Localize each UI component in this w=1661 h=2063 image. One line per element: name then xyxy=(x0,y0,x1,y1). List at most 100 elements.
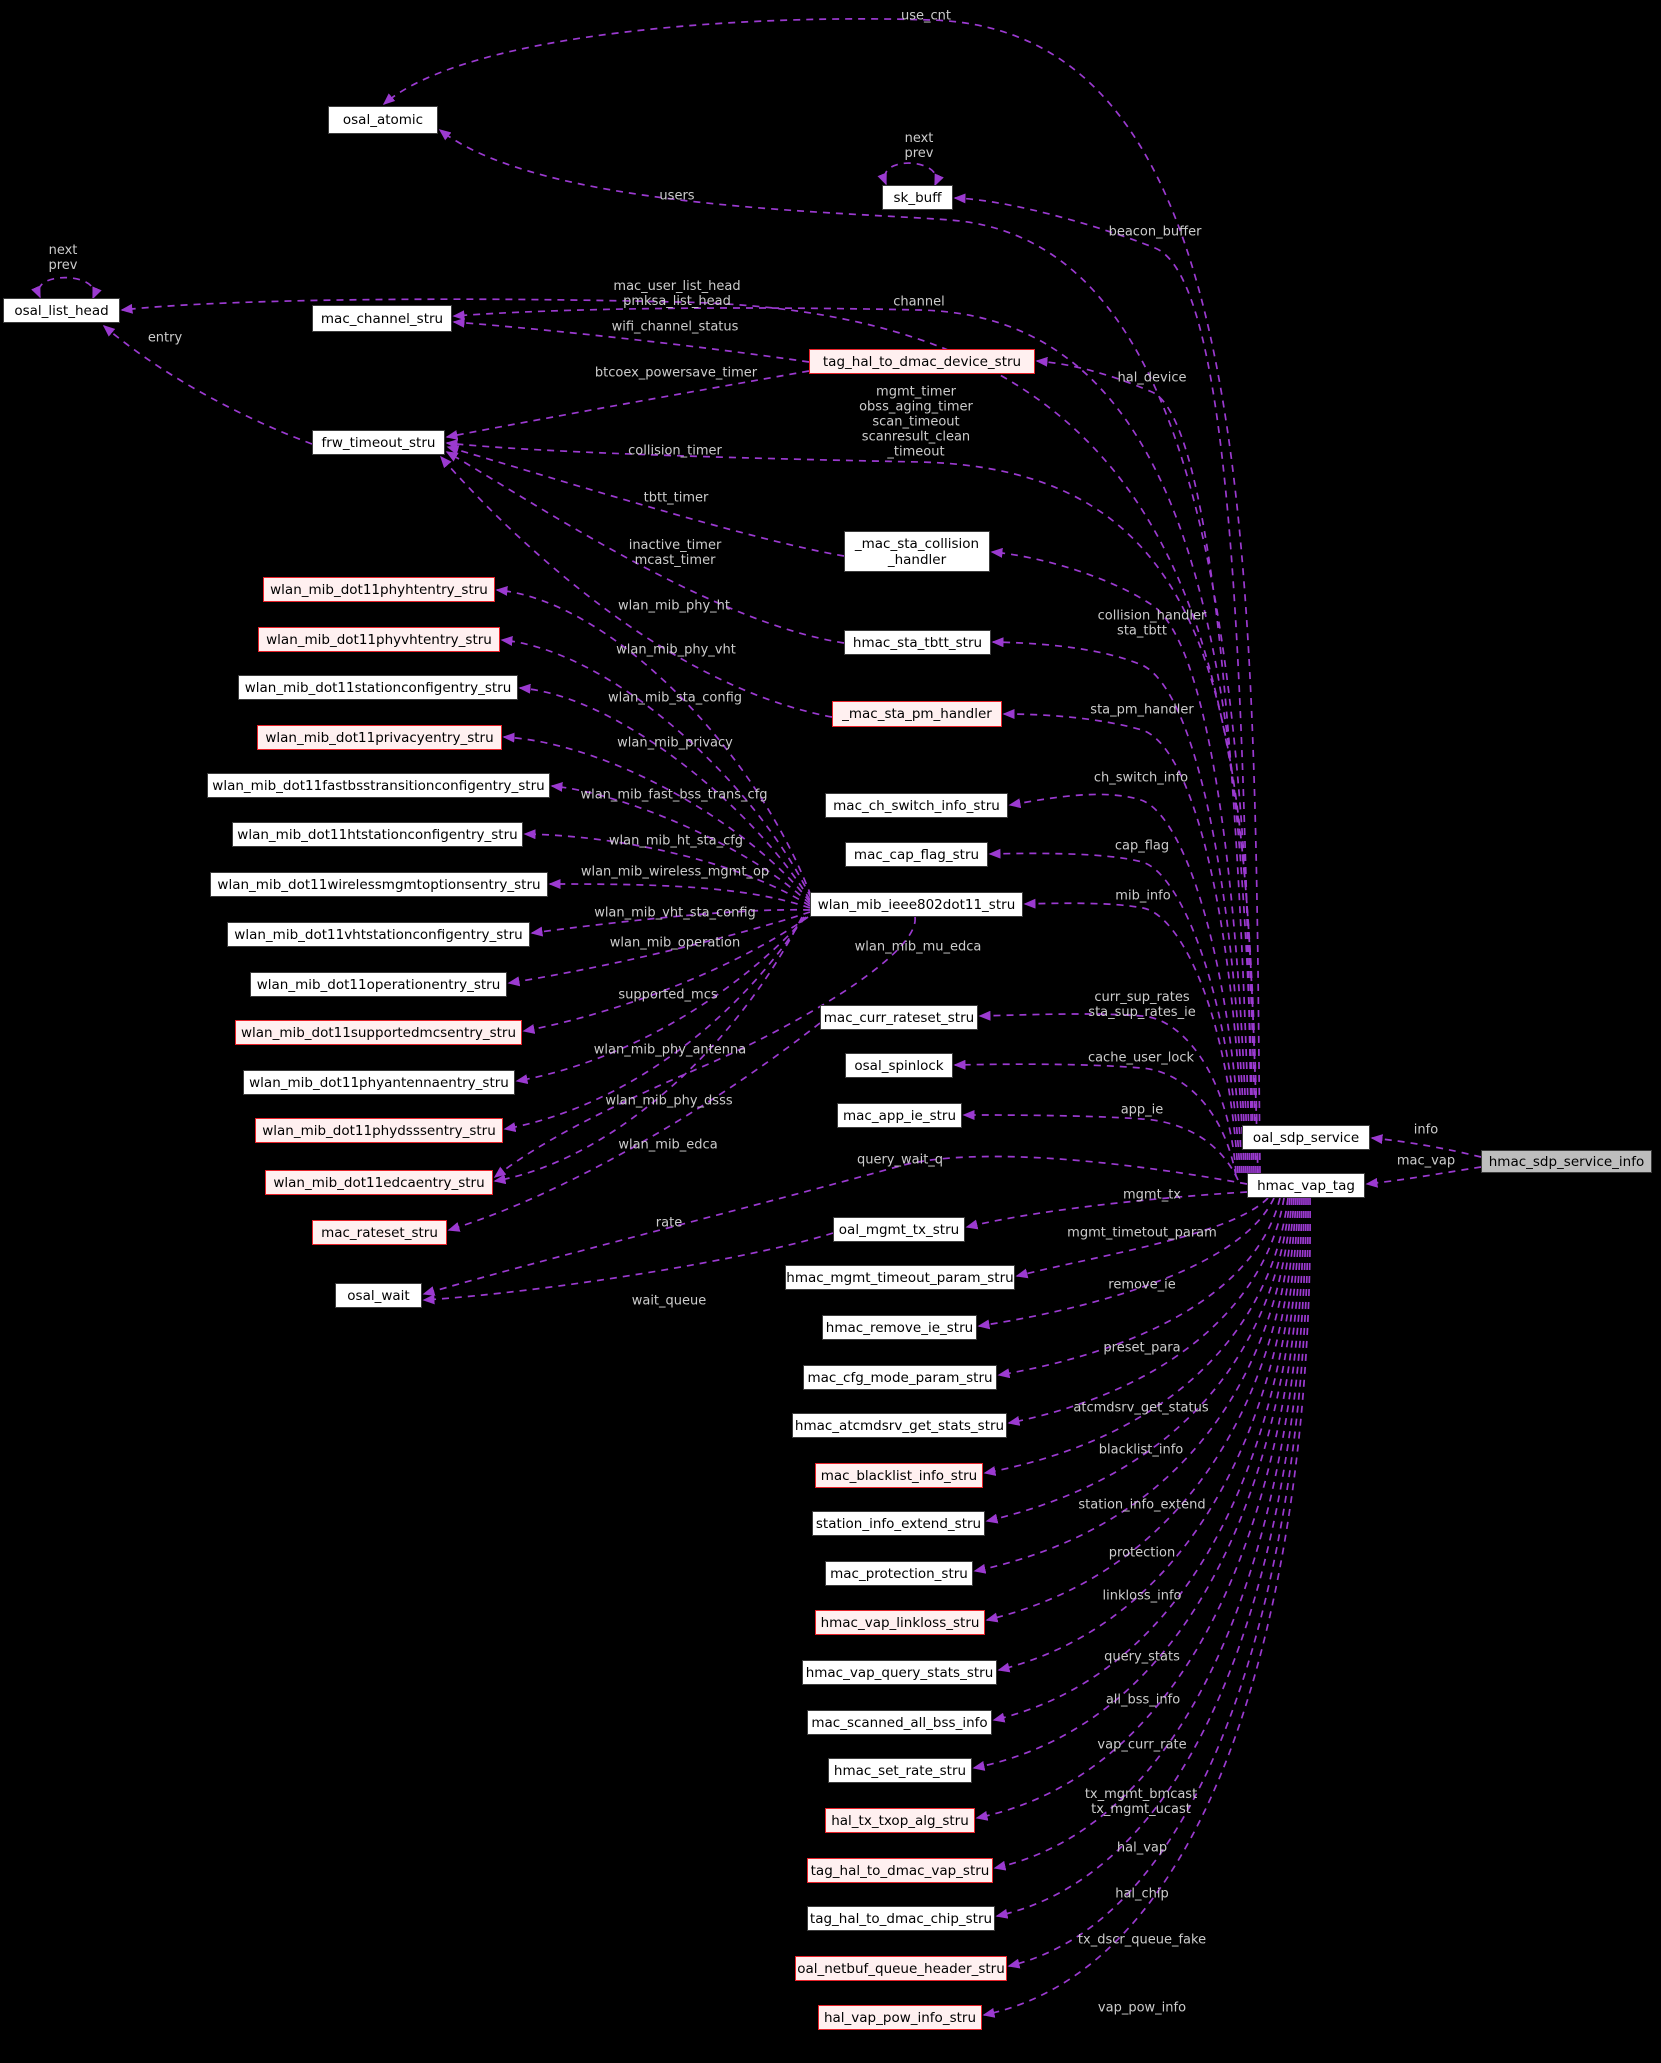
node-frw_timeout_stru[interactable]: frw_timeout_stru xyxy=(312,430,445,455)
edge-mgmt_timer xyxy=(445,439,1259,1177)
edge-label-line: obss_aging_timer xyxy=(859,399,973,415)
edge-label-line: btcoex_powersave_timer xyxy=(594,365,758,381)
edge-label-vap_pow_info: vap_pow_info xyxy=(1098,2001,1186,2016)
node-mac_cfg_mode_param_stru[interactable]: mac_cfg_mode_param_stru xyxy=(803,1365,997,1390)
node-label: _mac_sta_collision xyxy=(854,535,980,552)
node-wlan_mib_dot11supportedmcsentry_stru[interactable]: wlan_mib_dot11supportedmcsentry_stru xyxy=(235,1020,522,1045)
node-hmac_atcmdsrv_get_stats_stru[interactable]: hmac_atcmdsrv_get_stats_stru xyxy=(792,1413,1007,1438)
node-label: wlan_mib_dot11edcaentry_stru xyxy=(273,1174,485,1191)
edge-label-rate: rate xyxy=(656,1216,682,1231)
node-label: hal_tx_txop_alg_stru xyxy=(831,1812,969,1829)
edge-wlan_mib_vht_sta_config xyxy=(530,908,811,937)
edge-label-line: wlan_mib_vht_sta_config xyxy=(594,905,756,921)
node-mac_ch_switch_info_stru[interactable]: mac_ch_switch_info_stru xyxy=(825,793,1008,818)
node-hal_tx_txop_alg_stru[interactable]: hal_tx_txop_alg_stru xyxy=(825,1808,975,1833)
edge-label-atcmdsrv_get_status: atcmdsrv_get_status xyxy=(1073,1401,1208,1416)
node-wlan_mib_dot11vhtstationconfigentry_stru[interactable]: wlan_mib_dot11vhtstationconfigentry_stru xyxy=(227,922,530,947)
node-wlan_mib_dot11phyantennaentry_stru[interactable]: wlan_mib_dot11phyantennaentry_stru xyxy=(243,1070,515,1095)
node-wlan_mib_dot11phyvhtentry_stru[interactable]: wlan_mib_dot11phyvhtentry_stru xyxy=(258,627,500,652)
edge-label-line: atcmdsrv_get_status xyxy=(1073,1400,1209,1416)
node-mac_protection_stru[interactable]: mac_protection_stru xyxy=(825,1561,973,1586)
node-hmac_remove_ie_stru[interactable]: hmac_remove_ie_stru xyxy=(822,1315,977,1340)
edge-wait_queue xyxy=(422,1232,834,1305)
node-mac_blacklist_info_stru[interactable]: mac_blacklist_info_stru xyxy=(815,1463,983,1488)
edge-label-line: tx_mgmt_bmcast xyxy=(1084,1787,1198,1802)
edge-label-line: vap_curr_rate xyxy=(1097,1737,1187,1753)
edge-label-line: _timeout xyxy=(887,444,945,460)
edge-blacklist_info xyxy=(983,1197,1289,1476)
edge-label-line: collision_handler xyxy=(1097,608,1207,624)
node-osal_list_head[interactable]: osal_list_head xyxy=(3,298,120,323)
node-label: mac_channel_stru xyxy=(320,310,444,327)
node-hmac_vap_tag[interactable]: hmac_vap_tag xyxy=(1247,1173,1365,1198)
node-oal_sdp_service[interactable]: oal_sdp_service xyxy=(1242,1125,1370,1150)
node-hmac_set_rate_stru[interactable]: hmac_set_rate_stru xyxy=(828,1758,972,1783)
node-oal_mgmt_tx_stru[interactable]: oal_mgmt_tx_stru xyxy=(833,1217,965,1242)
node-label: tag_hal_to_dmac_vap_stru xyxy=(810,1862,990,1879)
edge-label-line: wlan_mib_ht_sta_cfg xyxy=(608,833,744,849)
edge-label-hal_chip: hal_chip xyxy=(1115,1887,1169,1902)
node-osal_wait[interactable]: osal_wait xyxy=(335,1283,422,1308)
node-wlan_mib_dot11phydsssentry_stru[interactable]: wlan_mib_dot11phydsssentry_stru xyxy=(255,1118,503,1143)
node-label: oal_mgmt_tx_stru xyxy=(838,1221,960,1238)
node-wlan_mib_ieee802dot11_stru[interactable]: wlan_mib_ieee802dot11_stru xyxy=(810,892,1023,917)
node-hmac_vap_query_stats_stru[interactable]: hmac_vap_query_stats_stru xyxy=(802,1660,997,1685)
node-hmac_sdp_service_info[interactable]: hmac_sdp_service_info xyxy=(1481,1150,1652,1173)
node-wlan_mib_dot11phyhtentry_stru[interactable]: wlan_mib_dot11phyhtentry_stru xyxy=(263,577,495,602)
node-label: sk_buff xyxy=(893,189,942,206)
edge-label-line: mgmt_timetout_param xyxy=(1067,1225,1217,1241)
edge-label-line: vap_pow_info xyxy=(1097,2000,1187,2016)
edge-sta_tbtt xyxy=(991,637,1247,1174)
node-hmac_vap_linkloss_stru[interactable]: hmac_vap_linkloss_stru xyxy=(815,1610,985,1635)
edge-tx_mgmt xyxy=(975,1197,1303,1821)
node-wlan_mib_dot11privacyentry_stru[interactable]: wlan_mib_dot11privacyentry_stru xyxy=(257,725,502,750)
node-mac_curr_rateset_stru[interactable]: mac_curr_rateset_stru xyxy=(820,1005,978,1030)
node-tag_hal_to_dmac_chip_stru[interactable]: tag_hal_to_dmac_chip_stru xyxy=(807,1906,995,1931)
edge-label-wlan_mib_fast_bss_trans_cfg: wlan_mib_fast_bss_trans_cfg xyxy=(580,788,767,803)
node-label: mac_blacklist_info_stru xyxy=(820,1467,978,1484)
node-wlan_mib_dot11operationentry_stru[interactable]: wlan_mib_dot11operationentry_stru xyxy=(250,972,507,997)
node-label: hmac_sta_tbtt_stru xyxy=(852,634,983,651)
node-tag_hal_to_dmac_vap_stru[interactable]: tag_hal_to_dmac_vap_stru xyxy=(807,1858,993,1883)
node-sk_buff[interactable]: sk_buff xyxy=(882,185,953,210)
edge-label-line: mgmt_tx xyxy=(1123,1187,1181,1203)
node-mac_scanned_all_bss_info[interactable]: mac_scanned_all_bss_info xyxy=(807,1710,992,1735)
edge-label-line: wlan_mib_wireless_mgmt_op xyxy=(580,864,770,880)
edge-label-line: wlan_mib_fast_bss_trans_cfg xyxy=(580,787,768,803)
edge-channel xyxy=(452,307,1255,1174)
node-wlan_mib_dot11stationconfigentry_stru[interactable]: wlan_mib_dot11stationconfigentry_stru xyxy=(238,675,518,700)
node-hal_vap_pow_info_stru[interactable]: hal_vap_pow_info_stru xyxy=(818,2005,982,2030)
edge-label-wlan_mib_phy_vht: wlan_mib_phy_vht xyxy=(616,643,736,658)
edge-label-line: mcast_timer xyxy=(634,553,716,568)
node-label: hmac_atcmdsrv_get_stats_stru xyxy=(794,1417,1005,1434)
edge-label-line: remove_ie xyxy=(1108,1277,1176,1293)
edge-vap_curr_rate xyxy=(972,1197,1301,1771)
node-osal_atomic[interactable]: osal_atomic xyxy=(328,106,438,134)
edge-app_ie xyxy=(962,1110,1239,1181)
node-oal_netbuf_queue_header_stru[interactable]: oal_netbuf_queue_header_stru xyxy=(795,1956,1007,1981)
node-mac_cap_flag_stru[interactable]: mac_cap_flag_stru xyxy=(845,842,988,867)
node-station_info_extend_stru[interactable]: station_info_extend_stru xyxy=(812,1511,985,1536)
edge-mac_vap xyxy=(1365,1166,1482,1188)
node-label: hmac_vap_query_stats_stru xyxy=(805,1664,994,1681)
node-label: osal_atomic xyxy=(342,112,424,128)
node-label: tag_hal_to_dmac_chip_stru xyxy=(809,1910,993,1927)
node-mac_rateset_stru[interactable]: mac_rateset_stru xyxy=(312,1220,447,1245)
node-wlan_mib_dot11fastbsstransitionconfigentry_stru[interactable]: wlan_mib_dot11fastbsstransitionconfigent… xyxy=(207,773,550,798)
edge-label-mgmt_tx: mgmt_tx xyxy=(1123,1188,1181,1203)
node-_mac_sta_pm_handler[interactable]: _mac_sta_pm_handler xyxy=(832,701,1002,727)
node-hmac_mgmt_timeout_param_stru[interactable]: hmac_mgmt_timeout_param_stru xyxy=(785,1265,1015,1290)
node-label: hmac_vap_linkloss_stru xyxy=(820,1614,980,1631)
node-hmac_sta_tbtt_stru[interactable]: hmac_sta_tbtt_stru xyxy=(844,630,991,655)
node-tag_hal_to_dmac_device_stru[interactable]: tag_hal_to_dmac_device_stru xyxy=(809,349,1035,374)
node-wlan_mib_dot11edcaentry_stru[interactable]: wlan_mib_dot11edcaentry_stru xyxy=(265,1170,493,1195)
node-wlan_mib_dot11htstationconfigentry_stru[interactable]: wlan_mib_dot11htstationconfigentry_stru xyxy=(232,822,523,847)
node-_mac_sta_collision_handler[interactable]: _mac_sta_collision_handler xyxy=(844,531,990,572)
edge-label-query_wait_q: query_wait_q xyxy=(857,1153,943,1168)
node-mac_app_ie_stru[interactable]: mac_app_ie_stru xyxy=(837,1103,962,1128)
node-mac_channel_stru[interactable]: mac_channel_stru xyxy=(312,305,452,332)
node-osal_spinlock[interactable]: osal_spinlock xyxy=(845,1053,953,1078)
node-wlan_mib_dot11wirelessmgmtoptionsentry_stru[interactable]: wlan_mib_dot11wirelessmgmtoptionsentry_s… xyxy=(210,872,548,897)
